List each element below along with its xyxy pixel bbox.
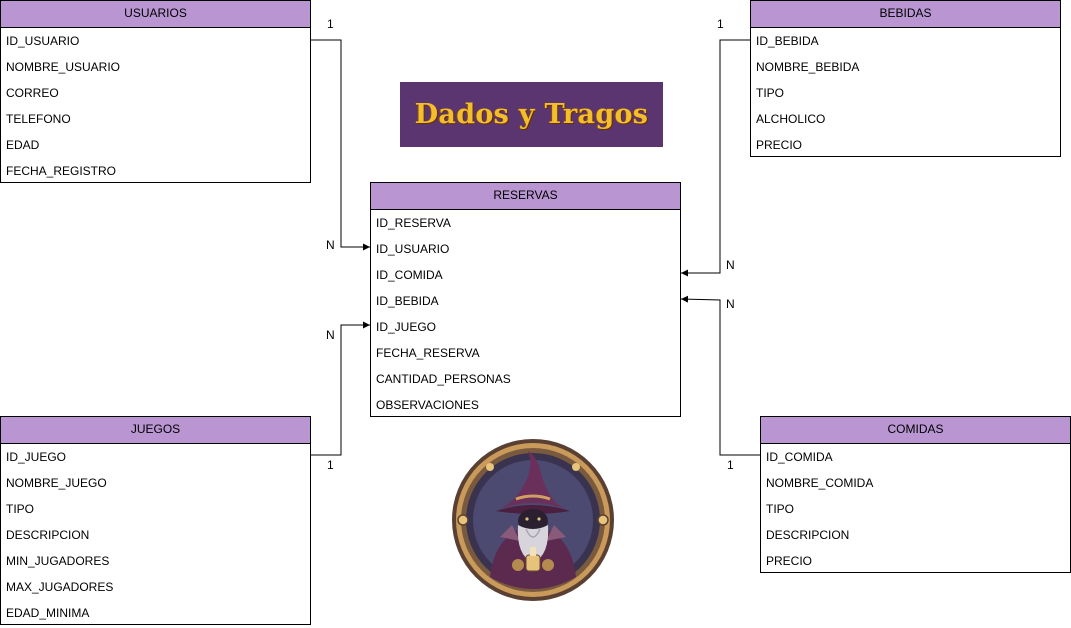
field-alcholico: ALCHOLICO: [756, 112, 826, 126]
entity-juegos[interactable]: JUEGOS ID_JUEGO NOMBRE_JUEGO TIPO DESCRI…: [0, 416, 311, 625]
field-edad-minima: EDAD_MINIMA: [6, 606, 90, 620]
cardinality-one-comidas: 1: [727, 458, 734, 472]
entity-juegos-title: JUEGOS: [1, 417, 310, 444]
connector-usuarios-reservas: [310, 39, 370, 251]
entity-usuarios[interactable]: USUARIOS ID_USUARIO NOMBRE_USUARIO CORRE…: [0, 0, 311, 183]
field-observaciones: OBSERVACIONES: [376, 398, 479, 412]
connector-juegos-reservas: [310, 321, 370, 456]
field-nombre-bebida: NOMBRE_BEBIDA: [756, 60, 860, 74]
field-id-usuario: ID_USUARIO: [6, 34, 80, 48]
connector-bebidas-reservas: [681, 39, 750, 277]
field-nombre-usuario: NOMBRE_USUARIO: [6, 60, 121, 74]
logo-text: Dados y Tragos: [414, 99, 649, 130]
field-fecha-registro: FECHA_REGISTRO: [6, 164, 117, 178]
entity-usuarios-title: USUARIOS: [1, 1, 310, 28]
field-descripcion: DESCRIPCION: [766, 528, 850, 542]
entity-comidas[interactable]: COMIDAS ID_COMIDA NOMBRE_COMIDA TIPO DES…: [760, 416, 1071, 573]
entity-reservas[interactable]: RESERVAS ID_RESERVA ID_USUARIO ID_COMIDA…: [370, 182, 681, 417]
field-nombre-comida: NOMBRE_COMIDA: [766, 476, 874, 490]
field-id-bebida: ID_BEBIDA: [376, 294, 439, 308]
field-descripcion: DESCRIPCION: [6, 528, 90, 542]
cardinality-one-usuarios: 1: [327, 17, 334, 31]
field-nombre-juego: NOMBRE_JUEGO: [6, 476, 107, 490]
wizard-emblem-icon: [452, 439, 614, 601]
field-edad: EDAD: [6, 138, 40, 152]
field-correo: CORREO: [6, 86, 59, 100]
entity-bebidas[interactable]: BEBIDAS ID_BEBIDA NOMBRE_BEBIDA TIPO ALC…: [750, 0, 1061, 157]
logo-banner: Dados y Tragos: [400, 82, 663, 147]
field-tipo: TIPO: [6, 502, 35, 516]
cardinality-many-usuarios: N: [326, 238, 335, 252]
field-fecha-reserva: FECHA_RESERVA: [376, 346, 480, 360]
cardinality-many-bebidas: N: [726, 258, 735, 272]
field-tipo: TIPO: [766, 502, 795, 516]
field-id-usuario: ID_USUARIO: [376, 242, 450, 256]
cardinality-one-juegos: 1: [327, 458, 334, 472]
field-id-juego: ID_JUEGO: [376, 320, 437, 334]
field-id-reserva: ID_RESERVA: [376, 216, 451, 230]
entity-comidas-title: COMIDAS: [761, 417, 1070, 444]
field-id-juego: ID_JUEGO: [6, 450, 67, 464]
connector-comidas-reservas: [680, 295, 760, 456]
field-cantidad-personas: CANTIDAD_PERSONAS: [376, 372, 511, 386]
field-telefono: TELEFONO: [6, 112, 71, 126]
field-precio: PRECIO: [766, 554, 813, 568]
entity-reservas-title: RESERVAS: [371, 183, 680, 210]
cardinality-one-bebidas: 1: [717, 17, 724, 31]
field-id-comida: ID_COMIDA: [376, 268, 443, 282]
field-min-jugadores: MIN_JUGADORES: [6, 554, 110, 568]
field-id-bebida: ID_BEBIDA: [756, 34, 819, 48]
entity-bebidas-title: BEBIDAS: [751, 1, 1060, 28]
field-tipo: TIPO: [756, 86, 785, 100]
cardinality-many-comidas: N: [726, 297, 735, 311]
field-id-comida: ID_COMIDA: [766, 450, 833, 464]
cardinality-many-juegos: N: [326, 328, 335, 342]
field-precio: PRECIO: [756, 138, 803, 152]
field-max-jugadores: MAX_JUGADORES: [6, 580, 114, 594]
